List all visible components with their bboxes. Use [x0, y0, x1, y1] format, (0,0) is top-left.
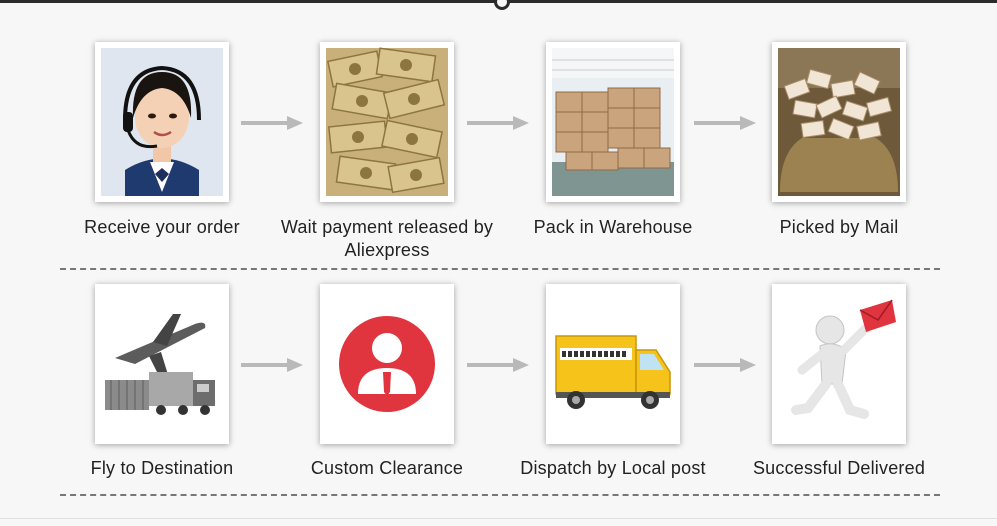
- mail-sack-icon: [778, 48, 900, 196]
- step-card-fly-destination: [95, 284, 229, 444]
- step-label-pack-warehouse: Pack in Warehouse: [533, 217, 693, 237]
- money-icon: [326, 47, 448, 196]
- step-card-pack-warehouse: [546, 42, 680, 202]
- step-card-receive-order: [95, 42, 229, 202]
- bottom-border: [0, 518, 997, 519]
- arrow-icon: [694, 116, 756, 130]
- arrow-icon: [467, 116, 529, 130]
- airplane-icon: [101, 290, 223, 438]
- row-divider: [60, 268, 940, 270]
- step-label-wait-payment: Wait payment released by Aliexpress: [280, 217, 494, 260]
- delivery-truck-icon: [552, 290, 674, 438]
- step-label-successful-delivered: Successful Delivered: [752, 458, 926, 478]
- delivered-person-icon: [778, 290, 900, 438]
- arrow-icon: [694, 358, 756, 372]
- customer-service-icon: [101, 48, 223, 196]
- step-card-dispatch-local-post: [546, 284, 680, 444]
- row-divider: [60, 494, 940, 496]
- step-label-receive-order: Receive your order: [84, 217, 240, 237]
- step-card-successful-delivered: [772, 284, 906, 444]
- warehouse-icon: [552, 48, 674, 196]
- arrow-icon: [241, 116, 303, 130]
- customs-officer-icon: [326, 290, 448, 438]
- step-card-custom-clearance: [320, 284, 454, 444]
- step-label-custom-clearance: Custom Clearance: [310, 458, 464, 478]
- step-label-dispatch-local-post: Dispatch by Local post: [520, 458, 706, 478]
- step-card-picked-mail: [772, 42, 906, 202]
- arrow-icon: [467, 358, 529, 372]
- step-label-fly-destination: Fly to Destination: [90, 458, 234, 478]
- top-node-icon: [494, 0, 510, 10]
- step-card-wait-payment: [320, 42, 454, 202]
- step-label-picked-mail: Picked by Mail: [779, 217, 899, 237]
- arrow-icon: [241, 358, 303, 372]
